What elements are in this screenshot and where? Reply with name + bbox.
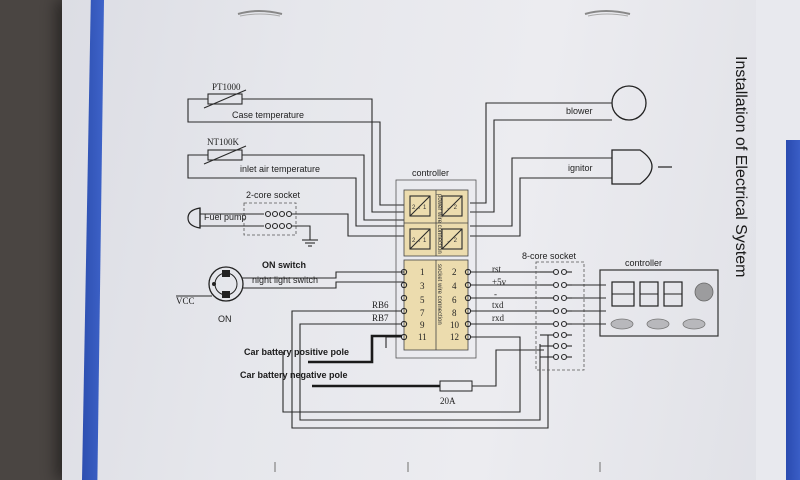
display-buttons-icon <box>610 318 706 330</box>
pin-9: 9 <box>420 320 425 330</box>
inlet-air-temperature-label: inlet air temperature <box>240 164 320 174</box>
pin-2: 2 <box>452 267 457 277</box>
pin-7: 7 <box>420 308 425 318</box>
socket-wire-vertical-label: socket wire connection <box>436 264 442 325</box>
signal-minus: - <box>494 289 497 299</box>
pin-3: 3 <box>420 281 425 291</box>
right-blue-stripe <box>786 140 800 480</box>
relay-label-1: 2→ 1 <box>412 205 427 211</box>
controller-label: controller <box>412 168 449 178</box>
display-controller-box <box>599 269 719 337</box>
relay-label-4: → 2 <box>446 238 458 244</box>
eight-core-socket <box>535 261 585 371</box>
seven-segment-display-icon <box>611 281 683 307</box>
terminal-contacts-icon <box>400 268 472 341</box>
knob-icon <box>694 282 714 302</box>
night-light-switch-label: night light switch <box>252 275 318 285</box>
staple-left <box>237 10 283 17</box>
signal-rxd: rxd <box>492 313 504 323</box>
two-core-socket <box>243 202 297 236</box>
rb7-label: RB7 <box>372 313 389 323</box>
page-marks <box>274 462 601 472</box>
signal-txd: txd <box>492 300 504 310</box>
fuel-pump-label: Fuel pump <box>204 212 247 222</box>
relay-icon <box>409 195 463 250</box>
rb6-label: RB6 <box>372 300 389 310</box>
pin-10: 10 <box>450 320 460 330</box>
pin-5: 5 <box>420 295 425 305</box>
pin-1: 1 <box>420 267 425 277</box>
vcc-label: VCC <box>176 296 195 306</box>
ignitor-label: ignitor <box>568 163 593 173</box>
pin-8: 8 <box>452 308 457 318</box>
signal-5v: +5v <box>492 277 507 287</box>
pt1000-label: PT1000 <box>212 82 241 92</box>
ground-icon <box>302 239 318 247</box>
socket-contacts-icon <box>264 210 293 230</box>
on-label: ON <box>218 314 232 324</box>
nt100k-label: NT100K <box>207 137 239 147</box>
case-temperature-label: Case temperature <box>232 110 304 120</box>
pin-12: 12 <box>450 332 459 342</box>
fuse-rating-label: 20A <box>440 396 456 406</box>
eight-core-socket-label: 8-core socket <box>522 251 577 261</box>
rotary-switch-icon <box>208 266 244 302</box>
pin-11: 11 <box>418 332 427 342</box>
staple-right <box>584 10 631 17</box>
diagram-title: Installation of Electrical System <box>732 56 749 277</box>
pin-4: 4 <box>452 281 457 291</box>
fuel-pump-icon <box>187 207 201 229</box>
battery-positive-label: Car battery positive pole <box>244 347 349 357</box>
display-controller-label: controller <box>625 258 662 268</box>
controller-box <box>395 179 477 359</box>
power-wire-vertical-label: power wire connection <box>436 194 442 254</box>
on-switch-label: ON switch <box>262 260 306 270</box>
eight-core-contacts-icon <box>552 268 568 361</box>
signal-rst: rst <box>492 264 501 274</box>
relay-label-2: → 2 <box>446 205 458 211</box>
fuse-icon <box>439 380 473 392</box>
blower-label: blower <box>566 106 593 116</box>
right-page-edge <box>756 0 800 480</box>
pin-6: 6 <box>452 295 457 305</box>
ignitor-icon <box>611 149 672 185</box>
battery-negative-label: Car battery negative pole <box>240 370 348 380</box>
thermistor-pt1000-icon <box>203 89 247 109</box>
thermistor-nt100k-icon <box>203 145 247 165</box>
two-core-socket-label: 2-core socket <box>246 190 301 200</box>
relay-label-3: 2→ 1 <box>412 238 427 244</box>
blower-icon <box>611 85 647 121</box>
